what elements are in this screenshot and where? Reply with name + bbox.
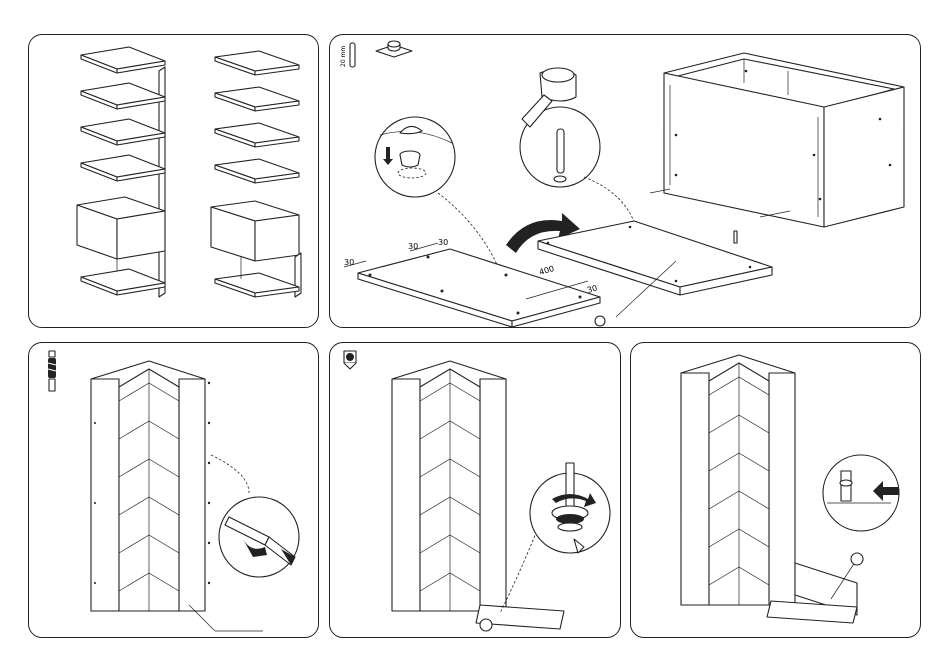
parts-illustration (29, 35, 319, 328)
furniture-pad-icon (376, 41, 412, 57)
dimension-label: 30 (408, 242, 418, 251)
hardware-size-label: 20 mm (340, 46, 347, 67)
step-cam-bolt-panel (28, 342, 319, 638)
callout-circle (595, 316, 605, 326)
step-back-panel-panel (630, 342, 921, 638)
back-panel-illustration (631, 343, 921, 638)
assembled-column-view (77, 47, 165, 297)
callout-circle (851, 553, 863, 565)
dimension-label: 400 (538, 264, 555, 277)
cam-bolt-illustration (29, 343, 319, 638)
dimension-label: 30 (438, 238, 448, 247)
corner-cabinet (91, 361, 263, 631)
step-cam-lock-panel (329, 342, 621, 638)
detail-pad-insert (375, 117, 455, 197)
detail-hammer-dowel (520, 68, 600, 187)
dimension-label: 30 (344, 258, 354, 267)
dimension-label: 30 (586, 283, 598, 294)
detail-cam-lock-insert (530, 463, 610, 553)
step-parts-panel (28, 34, 319, 328)
board-preparation-illustration: 20 mm (330, 35, 921, 328)
detail-back-panel-insert (823, 455, 899, 531)
cam-lock-illustration (330, 343, 621, 638)
detail-cam-bolt-insert (219, 497, 299, 577)
callout-circle (480, 619, 492, 631)
cam-lock-icon (344, 351, 356, 369)
carcass-box (650, 53, 904, 227)
loose-parts-view (211, 51, 301, 297)
step-board-preparation-panel: 20 mm (329, 34, 921, 328)
cam-bolt-icon (48, 351, 56, 391)
dowel-icon: 20 mm (340, 43, 355, 67)
